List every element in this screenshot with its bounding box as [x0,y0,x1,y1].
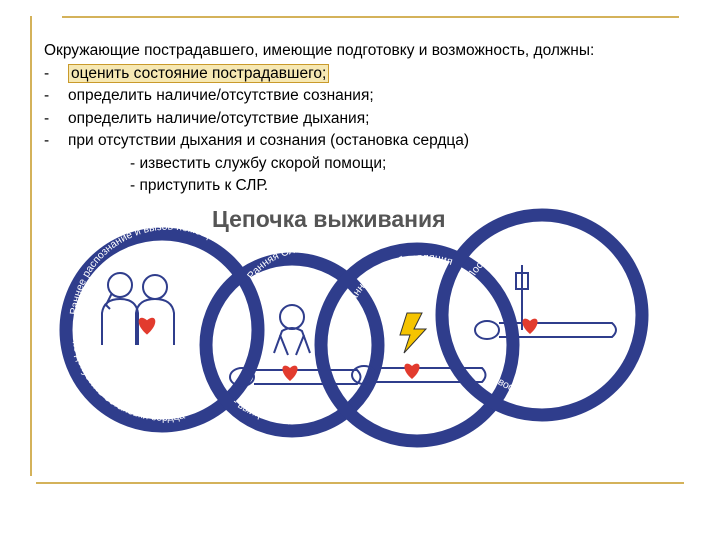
patient-lying-icon [229,367,362,387]
cpr-rescuer-icon [273,304,311,356]
bullet-consciousness: -определить наличие/отсутствие сознания; [44,87,374,104]
bullet-assess: -оценить состояние пострадавшего; [44,63,694,86]
ring-label-1-bottom: - не допустить остановки сердца [69,334,186,424]
highlighted-text: оценить состояние пострадавшего; [68,63,330,83]
sub-call-ambulance: - известить службу скорой помощи; [130,154,387,172]
calling-person-icon [101,272,175,345]
left-rule [30,16,32,476]
diagram-title: Цепочка выживания [212,206,446,232]
sub-start-cpr: - приступить к СЛР. [130,177,269,194]
heart-icon [404,363,420,379]
bullet-breathing: -определить наличие/отсутствие дыхания; [44,109,370,127]
iv-drip-icon [515,265,529,330]
intro-line: Окружающие пострадавшего, имеющие подгот… [44,42,595,59]
bullet-arrest: -при отсутствии дыхания и сознания (оста… [44,132,470,149]
top-rule [62,16,679,18]
ring-cpr [199,252,385,438]
heart-icon [138,317,156,335]
ring-recognition [59,227,265,433]
lightning-bolt-icon [399,312,428,354]
patient-lying-icon [474,320,617,340]
bottom-rule [36,482,684,484]
heart-icon [282,365,298,381]
patient-lying-icon [351,365,487,385]
slide-text: Окружающие пострадавшего, имеющие подгот… [44,40,694,198]
heart-icon [522,318,538,334]
ring-defibrillation [314,242,520,448]
chain-of-survival-diagram: Цепочка выживания Раннее распознание и в… [59,206,649,448]
ring-post-care [435,208,649,422]
